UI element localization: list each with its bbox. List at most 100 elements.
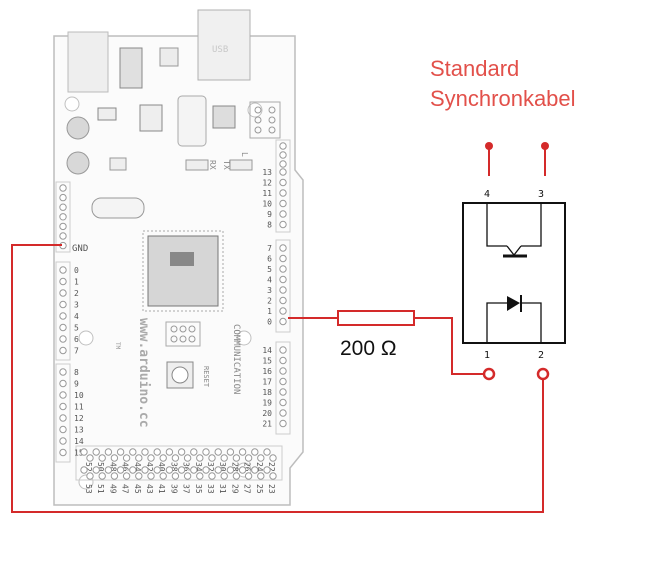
right-digital-pin-label: 16	[262, 367, 272, 376]
bottom-header-pin	[226, 448, 235, 456]
left-analog-pin	[59, 402, 67, 411]
bottom-header-pin	[110, 472, 119, 480]
bottom-header-top-label: 24	[255, 462, 264, 472]
resistor-label: 200 Ω	[340, 337, 397, 360]
bottom-header-pin	[232, 454, 241, 462]
left-analog-pin-label: 10	[74, 391, 84, 400]
bottom-header-top-label: 36	[182, 462, 191, 472]
right-digital-pin-label: 21	[262, 420, 272, 429]
l-label: L	[240, 152, 249, 157]
bottom-header-bottom-label: 33	[206, 484, 215, 494]
right-digital-pin	[279, 178, 287, 187]
led	[185, 159, 209, 171]
bottom-header-pin	[183, 454, 192, 462]
bottom-header-pin	[104, 466, 113, 474]
right-digital-pin	[279, 317, 287, 326]
optocoupler: 4 3 1 2	[462, 189, 566, 361]
bottom-header-top-label: 48	[108, 462, 117, 472]
bottom-header-top-label: 52	[84, 462, 93, 472]
bottom-header-bottom-label: 29	[230, 484, 239, 494]
reset-label: RESET	[202, 366, 210, 388]
bottom-header-pin	[98, 454, 106, 462]
wire-resistor-to-opto-pin1	[414, 317, 483, 375]
bottom-header-pin	[202, 466, 210, 474]
opto-pin-1-label: 1	[484, 350, 490, 361]
left-analog-pin-label: 14	[74, 437, 84, 446]
bottom-header-pin	[159, 454, 167, 462]
led-anode-lead	[486, 302, 507, 343]
bottom-header-pin	[141, 448, 149, 456]
left-analog-pin-label: 12	[74, 414, 84, 423]
opto-pin-4-label: 4	[484, 189, 490, 200]
bottom-header-pin	[171, 472, 180, 480]
opto-pin-4-terminal	[485, 142, 493, 150]
left-header-pin	[59, 232, 67, 240]
bottom-header-bottom-label: 37	[182, 484, 191, 494]
tm-label: TM	[114, 342, 121, 350]
mounting-hole	[236, 330, 252, 346]
bottom-header-pin	[257, 454, 265, 462]
bottom-header-pin	[110, 454, 119, 462]
bottom-header-pin	[135, 472, 143, 480]
bottom-header-pin	[153, 466, 161, 474]
bottom-header-pin	[104, 448, 113, 456]
right-header-digital-high	[275, 139, 291, 233]
right-digital-pin	[279, 244, 287, 252]
gnd-label: GND	[72, 244, 88, 254]
bottom-header-pin	[141, 466, 149, 474]
bottom-header-pin	[86, 454, 94, 462]
left-power-pin	[59, 346, 67, 355]
right-digital-pin-label: 5	[267, 265, 272, 274]
left-analog-pin-label: 9	[74, 380, 79, 389]
bottom-header-bottom-label: 49	[108, 484, 117, 494]
wire-terminals	[482, 142, 550, 381]
arduino-mega-board: USB RX TX L	[53, 9, 304, 506]
right-digital-pin	[279, 286, 287, 294]
bottom-header-pin	[92, 448, 100, 456]
opto-pin-3-terminal	[541, 142, 549, 150]
bottom-header-pin	[129, 448, 137, 456]
left-analog-pin	[59, 414, 67, 422]
transistor-line	[513, 245, 522, 256]
right-digital-pin-label: 19	[262, 399, 272, 408]
voltage-regulator	[119, 47, 143, 89]
microcontroller-chip	[147, 235, 219, 307]
right-digital-pin	[279, 409, 287, 417]
right-digital-pin-label: 14	[262, 346, 272, 355]
bottom-header-top-label: 32	[206, 462, 215, 472]
bottom-header-pin	[208, 454, 216, 462]
bottom-header-top-label: 44	[133, 462, 142, 472]
right-digital-pin-label: 0	[267, 318, 272, 327]
cable-title-line2: Synchronkabel	[430, 86, 576, 111]
right-digital-pin	[279, 388, 287, 396]
bottom-header-bottom-label: 35	[194, 484, 203, 494]
bottom-header-pin	[269, 472, 277, 480]
left-power-pin-label: 7	[74, 347, 79, 356]
left-header-pin	[59, 203, 67, 211]
bottom-header-pin	[269, 454, 277, 462]
usb-label: USB	[212, 45, 228, 55]
left-analog-pin-label: 15	[74, 449, 84, 458]
crystal	[177, 95, 207, 147]
right-header-pin	[279, 160, 287, 168]
bottom-header-top-label: 40	[157, 462, 166, 472]
opto-pin-1-terminal	[482, 367, 496, 381]
opto-pin-3-label: 3	[538, 189, 544, 200]
right-digital-pin	[279, 346, 287, 354]
bottom-header-pin	[80, 466, 88, 474]
bottom-header-pin	[147, 472, 155, 480]
right-digital-pin-label: 10	[262, 200, 272, 209]
left-analog-pin	[59, 368, 67, 376]
board-pin-layer: 0123456789101112131415131211109876543210…	[59, 142, 287, 494]
bottom-header-pin	[165, 448, 174, 456]
optocoupler-body	[462, 202, 566, 344]
red-wiring	[11, 146, 546, 513]
bottom-header-pin	[238, 466, 247, 474]
bottom-header-pin	[251, 448, 259, 456]
bottom-header-pin	[159, 472, 167, 480]
bottom-header-pin	[165, 466, 174, 474]
bottom-header-bottom-label: 31	[218, 484, 227, 494]
cable-title-line1: Standard	[430, 56, 520, 81]
capacitor	[66, 116, 90, 140]
bottom-header-top-label: 34	[194, 462, 203, 472]
